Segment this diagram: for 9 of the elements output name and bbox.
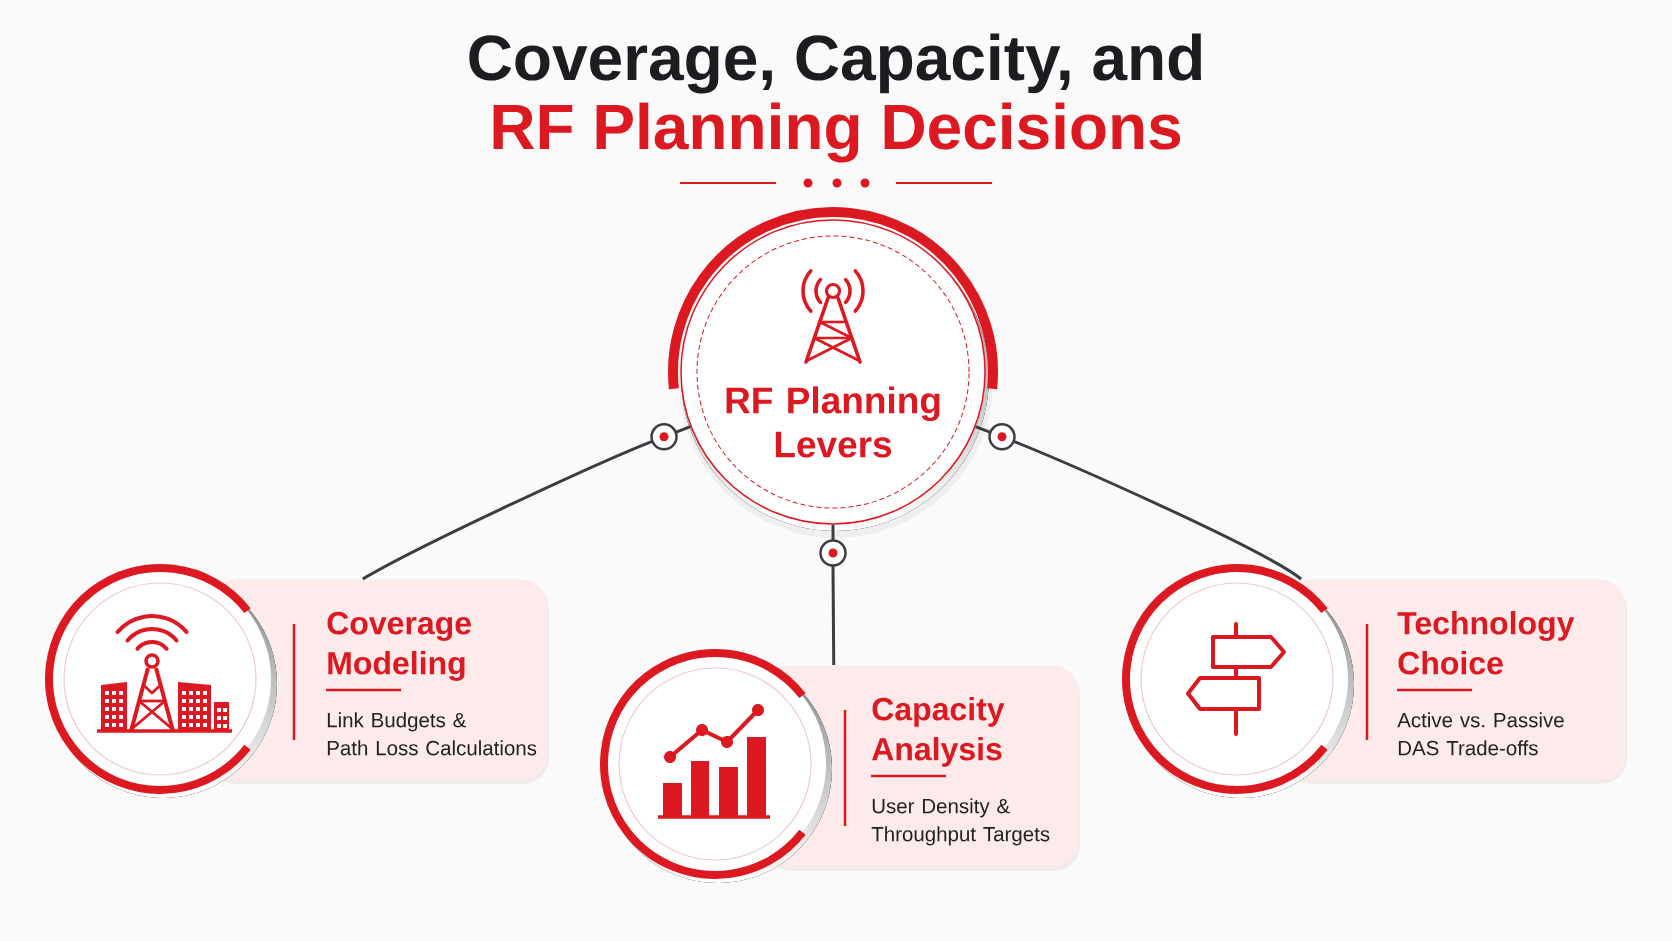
card-description: User Density & Throughput Targets <box>871 798 1050 846</box>
card-heading: Technology Choice <box>1397 611 1575 675</box>
title: Coverage, Capacity, and RF Planning Decisions <box>469 33 1202 163</box>
card-heading: Capacity Analysis <box>872 697 1005 767</box>
connector <box>362 425 691 581</box>
card-description: Link Budgets & Path Loss Calculations <box>327 712 537 756</box>
connector <box>975 425 1302 581</box>
card-description: Active vs. Passive DAS Trade-offs <box>1397 712 1564 756</box>
card-heading: Coverage Modeling <box>327 611 471 681</box>
